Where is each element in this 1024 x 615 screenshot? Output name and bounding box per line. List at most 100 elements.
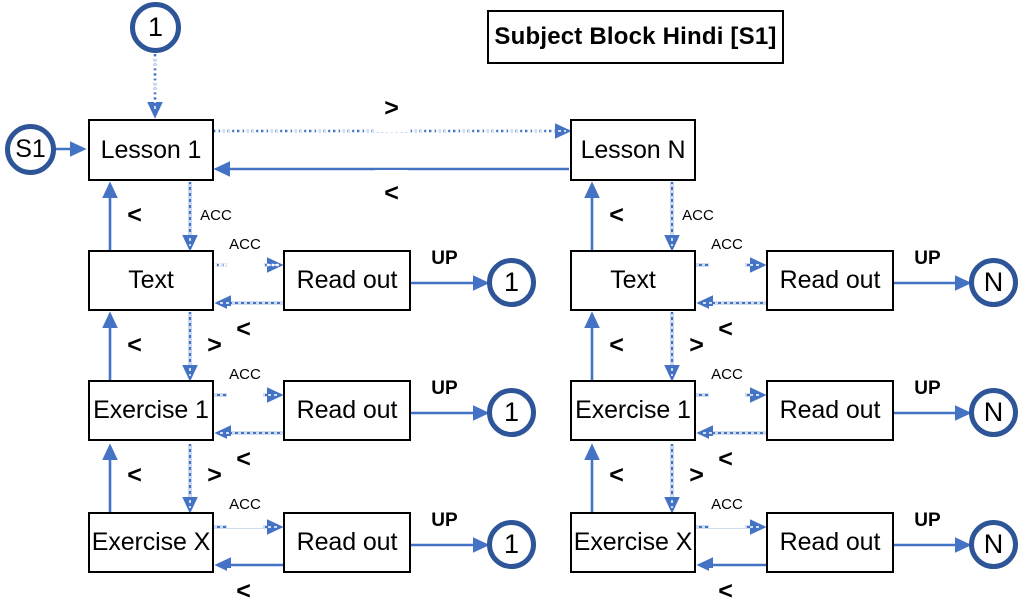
edge-label-right-text-back-text: < <box>609 201 624 229</box>
edge-label-left-text-readout-acc-text: ACC <box>229 236 261 253</box>
edge-label-lesson-prev-text: < <box>384 179 399 207</box>
edge-label-left-ex1-exx-acc: ACC <box>227 481 263 528</box>
edge-label-left-ex1-back: < <box>118 322 151 369</box>
edge-label-right-readout-ex1-back-text: < <box>718 445 733 473</box>
entry-badge-label: S1 <box>15 135 46 163</box>
edge-label-left-readout-text-back-text: < <box>236 315 251 343</box>
node-right-readout-ex1[interactable]: Read out <box>766 380 894 441</box>
edge-label-left-ex1-next-text: > <box>207 461 222 489</box>
edge-label-right-exx-back: < <box>600 452 633 499</box>
node-left-exercise-x[interactable]: Exercise X <box>88 512 214 573</box>
edge-label-left-ex1-exx-acc-text: ACC <box>229 496 261 513</box>
node-right-readout-text-label: Read out <box>779 266 881 294</box>
edge-label-left-up-ex1: UP <box>428 367 461 409</box>
edge-label-right-ex1-exx-acc: ACC <box>709 481 745 528</box>
left-token-text-label: 1 <box>503 267 520 297</box>
edge-label-right-text-ex1-acc: ACC <box>709 351 745 398</box>
edge-label-right-up-text: UP <box>911 237 944 279</box>
edge-label-right-text-next: > <box>680 322 713 369</box>
node-left-readout-ex1[interactable]: Read out <box>283 380 411 441</box>
right-token-exx: N <box>969 520 1018 569</box>
node-left-readout-exx[interactable]: Read out <box>283 512 411 573</box>
node-left-text-label: Text <box>128 266 174 294</box>
edge-label-left-up-text-text: UP <box>431 247 458 269</box>
node-left-readout-ex1-label: Read out <box>296 396 398 424</box>
edge-label-right-up-exx-text: UP <box>914 509 941 531</box>
node-left-exercise-1[interactable]: Exercise 1 <box>88 380 214 441</box>
edge-label-right-text-readout-acc: ACC <box>709 221 745 268</box>
right-token-ex1-label: N <box>983 397 1004 427</box>
edge-label-left-ex1-back-text: < <box>127 331 142 359</box>
node-right-exercise-x-label: Exercise X <box>573 528 693 556</box>
node-right-exercise-1-label: Exercise 1 <box>575 396 691 424</box>
right-token-text-label: N <box>983 267 1004 297</box>
edge-label-right-readout-exx-back: < <box>709 568 742 615</box>
left-token-exx-label: 1 <box>503 529 520 559</box>
edge-label-right-text-next-text: > <box>689 331 704 359</box>
edge-label-right-ex1-back: < <box>600 322 633 369</box>
edge-label-right-ex1-exx-acc-text: ACC <box>711 496 743 513</box>
edge-label-right-ex1-next-text: > <box>689 461 704 489</box>
edge-label-lesson-prev: < <box>375 170 408 217</box>
node-right-readout-exx-label: Read out <box>779 528 881 556</box>
edge-label-left-lesson-acc-text: ACC <box>200 207 232 224</box>
edge-label-right-lesson-acc-text: ACC <box>682 207 714 224</box>
edge-label-left-ex1-next: > <box>198 452 231 499</box>
node-left-readout-text[interactable]: Read out <box>283 250 411 311</box>
edge-label-left-readout-ex1-back-text: < <box>236 445 251 473</box>
node-right-text[interactable]: Text <box>570 250 696 311</box>
page-title-text: Subject Block Hindi [S1] <box>494 23 777 50</box>
node-left-readout-text-label: Read out <box>296 266 398 294</box>
node-lesson-1-label: Lesson 1 <box>100 135 202 164</box>
edge-label-left-up-ex1-text: UP <box>431 377 458 399</box>
edge-label-right-up-exx: UP <box>911 499 944 541</box>
edge-label-left-readout-ex1-back: < <box>227 436 260 483</box>
node-left-exercise-x-label: Exercise X <box>91 528 211 556</box>
edge-label-right-ex1-next: > <box>680 452 713 499</box>
edge-label-left-up-exx: UP <box>428 499 461 541</box>
edge-label-left-text-ex1-acc-text: ACC <box>229 366 261 383</box>
edge-label-left-text-readout-acc: ACC <box>227 221 263 268</box>
left-token-text: 1 <box>487 258 536 307</box>
node-left-text[interactable]: Text <box>88 250 214 311</box>
node-right-readout-ex1-label: Read out <box>779 396 881 424</box>
edge-label-right-readout-ex1-back: < <box>709 436 742 483</box>
node-right-exercise-1[interactable]: Exercise 1 <box>570 380 696 441</box>
edge-label-right-readout-exx-back-text: < <box>718 577 733 605</box>
edge-label-left-exx-back-text: < <box>127 461 142 489</box>
node-left-exercise-1-label: Exercise 1 <box>93 396 209 424</box>
edge-label-right-ex1-back-text: < <box>609 331 624 359</box>
edge-label-left-text-ex1-acc: ACC <box>227 351 263 398</box>
node-right-text-label: Text <box>610 266 656 294</box>
edge-label-left-lesson-acc: ACC <box>198 192 234 239</box>
node-right-readout-text[interactable]: Read out <box>766 250 894 311</box>
left-token-ex1: 1 <box>487 388 536 437</box>
edge-label-right-text-ex1-acc-text: ACC <box>711 366 743 383</box>
edge-label-right-up-ex1: UP <box>911 367 944 409</box>
edge-label-left-readout-exx-back: < <box>227 568 260 615</box>
edge-label-right-exx-back-text: < <box>609 461 624 489</box>
edge-label-lesson-next-text: > <box>384 94 399 122</box>
node-lesson-n[interactable]: Lesson N <box>570 119 696 181</box>
right-token-ex1: N <box>969 388 1018 437</box>
edge-label-left-text-back-text: < <box>127 201 142 229</box>
edge-label-right-up-text-text: UP <box>914 247 941 269</box>
edge-label-right-readout-text-back: < <box>709 306 742 353</box>
right-token-text: N <box>969 258 1018 307</box>
start-token-circle: 1 <box>130 2 181 53</box>
edge-label-left-text-back: < <box>118 192 151 239</box>
right-token-exx-label: N <box>983 529 1004 559</box>
edge-label-left-text-next: > <box>198 322 231 369</box>
node-left-readout-exx-label: Read out <box>296 528 398 556</box>
node-lesson-1[interactable]: Lesson 1 <box>88 119 214 181</box>
edge-label-right-up-ex1-text: UP <box>914 377 941 399</box>
page-title: Subject Block Hindi [S1] <box>487 10 784 64</box>
node-right-readout-exx[interactable]: Read out <box>766 512 894 573</box>
entry-badge-s1: S1 <box>5 124 56 175</box>
edge-label-left-text-next-text: > <box>207 331 222 359</box>
node-right-exercise-x[interactable]: Exercise X <box>570 512 696 573</box>
edge-label-left-readout-exx-back-text: < <box>236 577 251 605</box>
left-token-exx: 1 <box>487 520 536 569</box>
edge-label-left-readout-text-back: < <box>227 306 260 353</box>
